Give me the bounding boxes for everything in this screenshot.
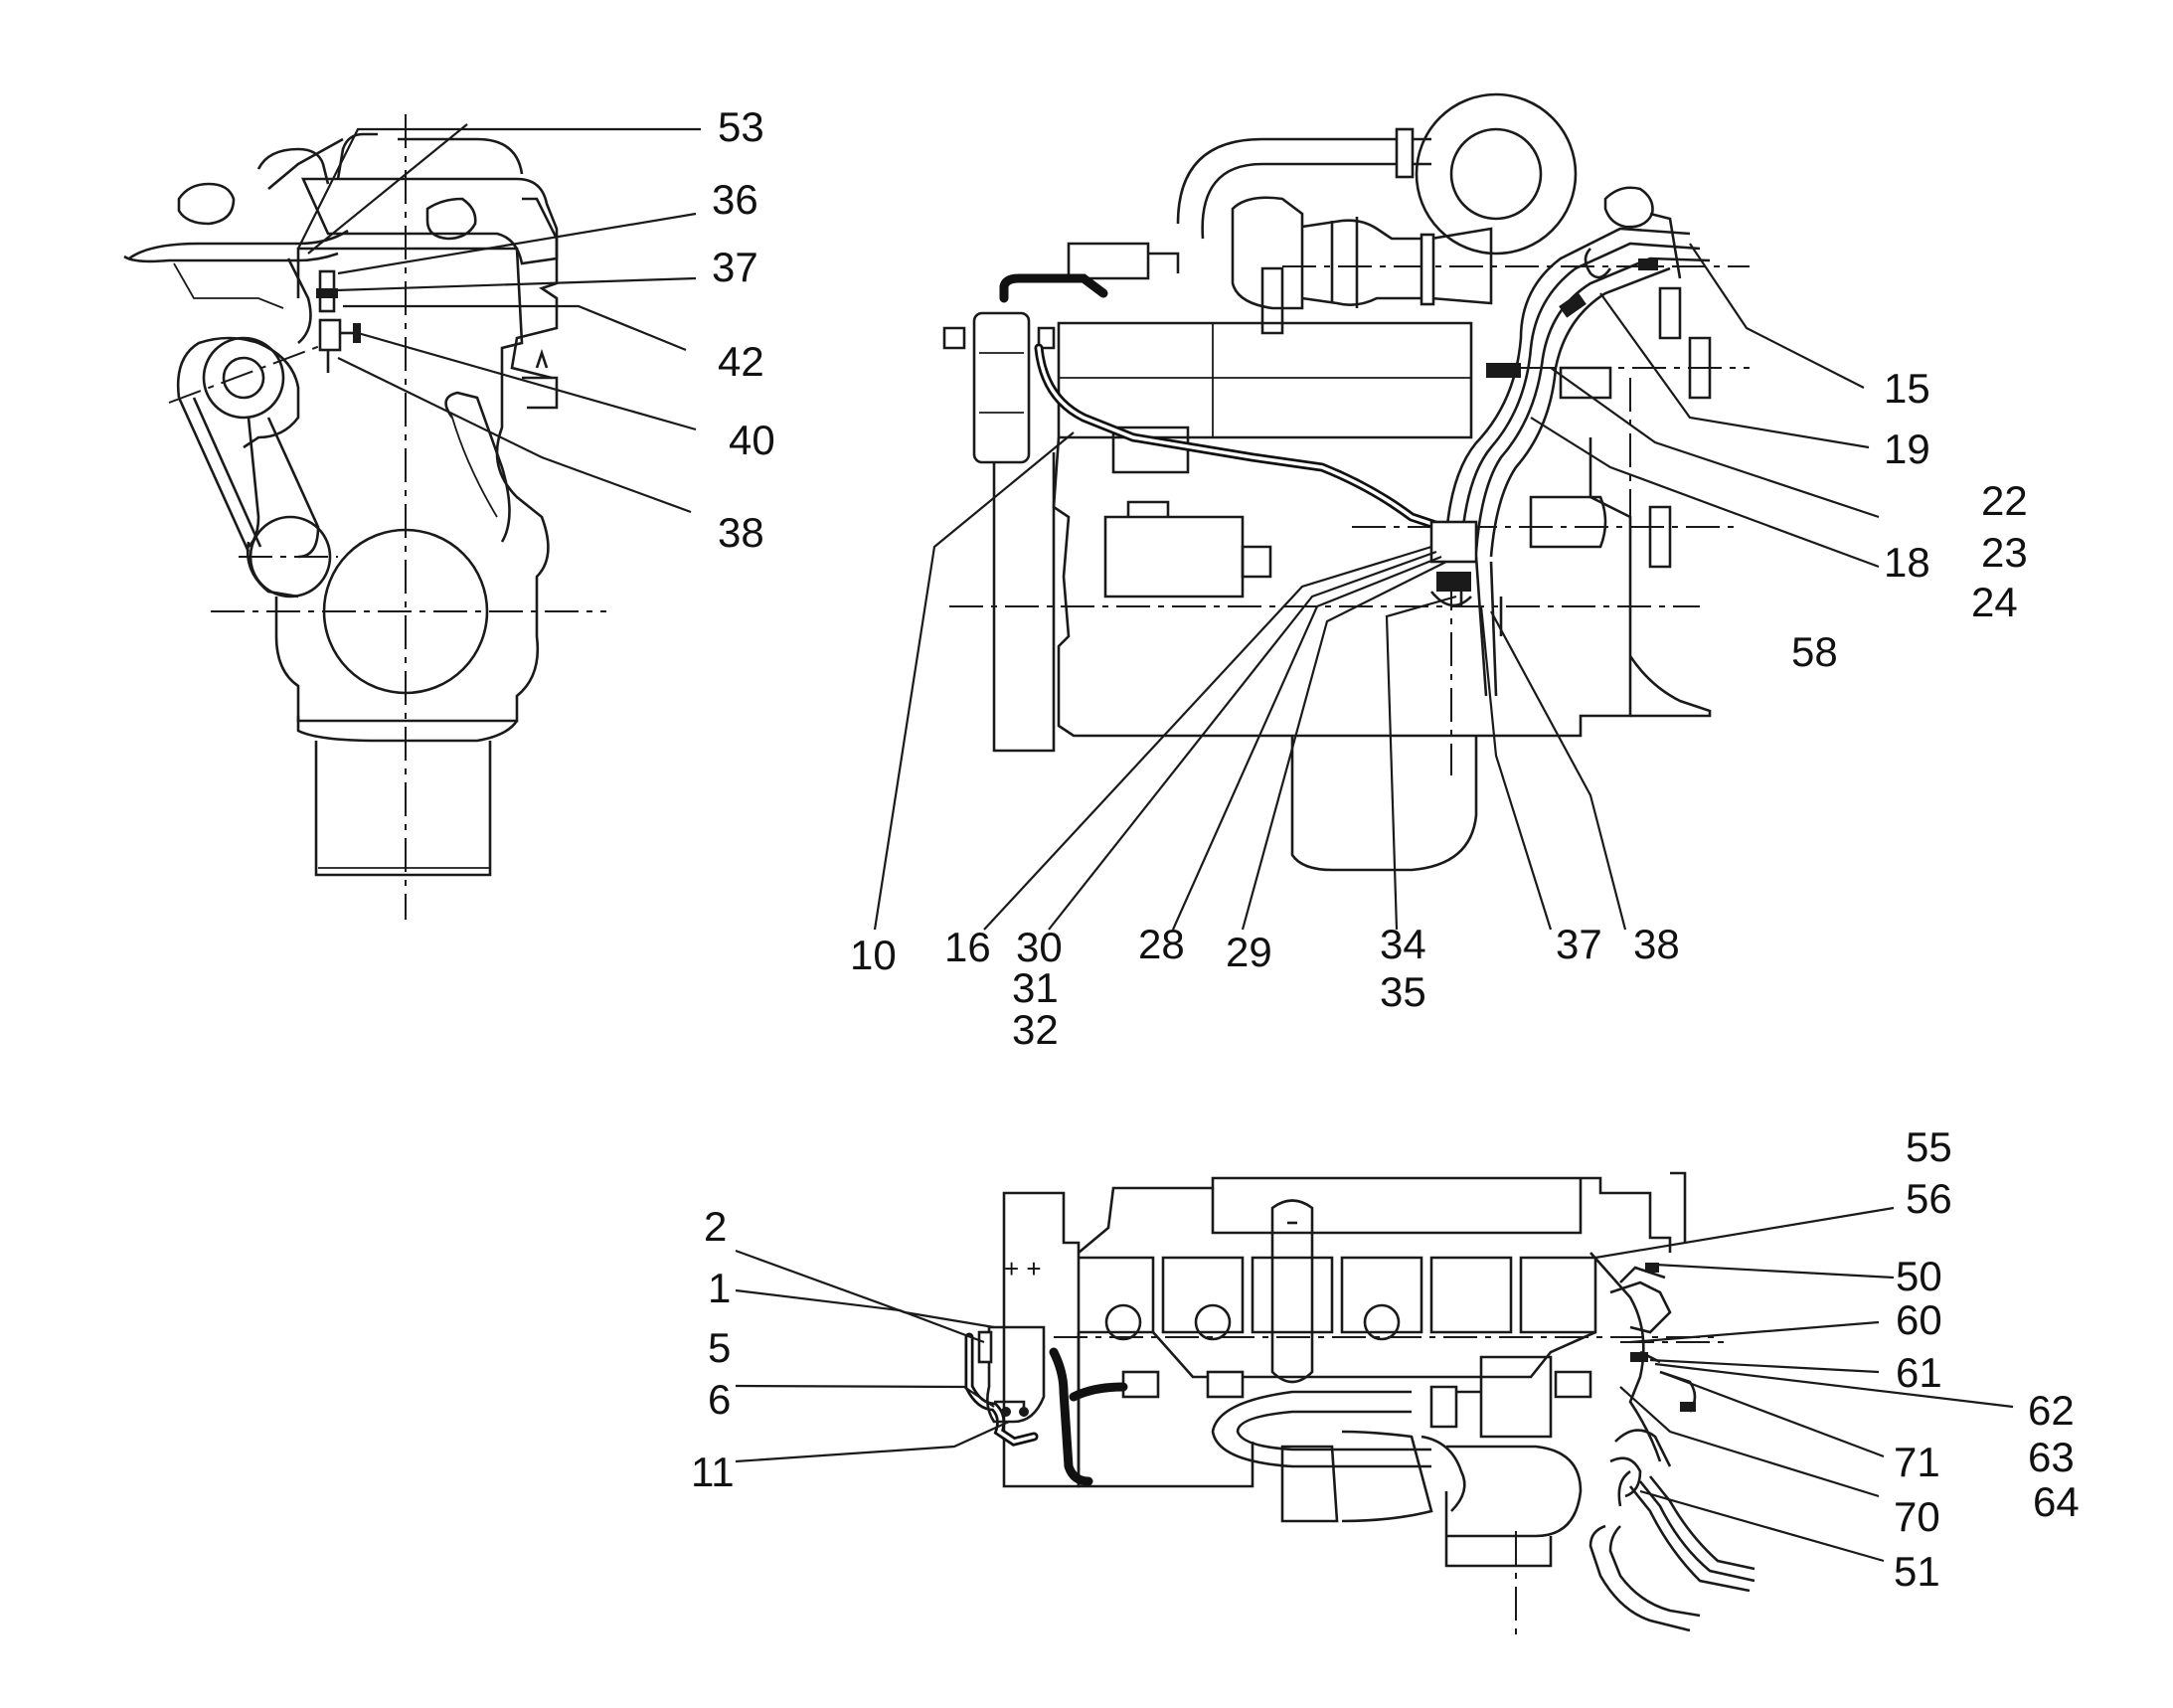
callout-23: 23 [1981,529,2028,576]
callout-38-top: 38 [1633,921,1680,967]
engine-side-view [873,92,1880,931]
callout-30: 30 [1016,924,1063,970]
callout-38-left: 38 [718,509,764,556]
callout-2: 2 [704,1203,727,1250]
callout-35: 35 [1380,968,1426,1015]
callout-10: 10 [850,932,897,978]
callout-37-top: 37 [1556,921,1602,967]
callout-29: 29 [1226,929,1272,975]
callout-63: 63 [2028,1434,2075,1480]
callout-34: 34 [1380,921,1426,967]
callout-53: 53 [718,103,764,150]
callout-61: 61 [1896,1349,1942,1396]
callout-24: 24 [1971,579,2018,625]
callout-42: 42 [718,338,764,385]
callout-5: 5 [708,1324,731,1371]
callout-1: 1 [708,1265,731,1311]
callout-16: 16 [944,924,991,970]
engine-plan-view: + + [735,1171,2014,1640]
plus-marks: + + [1004,1254,1042,1283]
engine-front-view [123,114,701,920]
callout-22: 22 [1981,477,2028,524]
callout-32: 32 [1012,1006,1059,1053]
callout-28: 28 [1138,921,1185,967]
callout-56: 56 [1906,1175,1952,1222]
callout-40: 40 [729,417,775,463]
callout-58: 58 [1791,628,1838,675]
callout-19: 19 [1884,426,1930,472]
callout-55: 55 [1906,1123,1952,1170]
callout-70: 70 [1894,1493,1940,1540]
callout-64: 64 [2033,1478,2080,1525]
callout-18: 18 [1884,539,1930,586]
callout-36: 36 [712,176,758,223]
callout-6: 6 [708,1376,731,1423]
callout-60: 60 [1896,1296,1942,1343]
callout-37-left: 37 [712,244,758,290]
callout-71: 71 [1894,1439,1940,1485]
callout-62: 62 [2028,1387,2075,1434]
callout-11: 11 [691,1449,735,1495]
callout-15: 15 [1884,365,1930,412]
callout-50: 50 [1896,1253,1942,1299]
callout-51: 51 [1894,1548,1940,1595]
callout-31: 31 [1012,964,1059,1011]
